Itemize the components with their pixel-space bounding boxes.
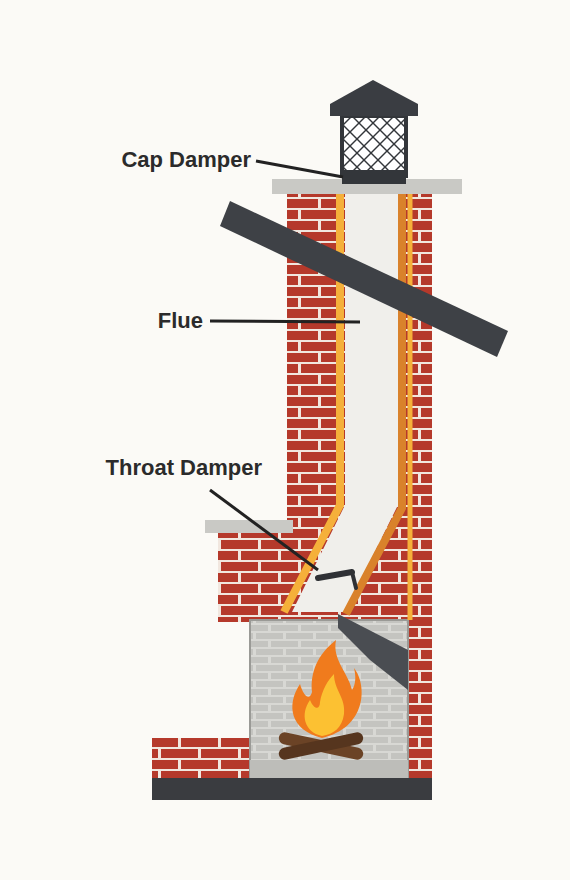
- cap-mesh-frame: [342, 116, 406, 176]
- flue-liner: [408, 185, 413, 620]
- leader-line: [256, 161, 343, 177]
- cap-damper-band: [342, 170, 406, 184]
- part-label: Flue: [158, 309, 203, 333]
- smoke-shelf: [338, 614, 408, 690]
- leader-line: [210, 490, 318, 570]
- roof: [220, 201, 508, 357]
- part-label: Cap Damper: [121, 148, 251, 172]
- cap-mesh: [342, 116, 406, 176]
- part-label: Throat Damper: [106, 456, 262, 480]
- throat-damper-plate: [318, 572, 352, 578]
- chimney-shoulder: [218, 530, 288, 622]
- flue-liner: [346, 185, 402, 614]
- cap-roof: [330, 80, 418, 116]
- base-slab: [152, 778, 432, 800]
- hearth-brick: [152, 738, 252, 780]
- firebox-floor: [250, 760, 408, 778]
- leader-line: [210, 321, 360, 322]
- fire: [292, 640, 361, 738]
- logs: [278, 731, 365, 761]
- throat-damper-handle: [352, 572, 356, 588]
- shoulder-ledge: [205, 520, 293, 533]
